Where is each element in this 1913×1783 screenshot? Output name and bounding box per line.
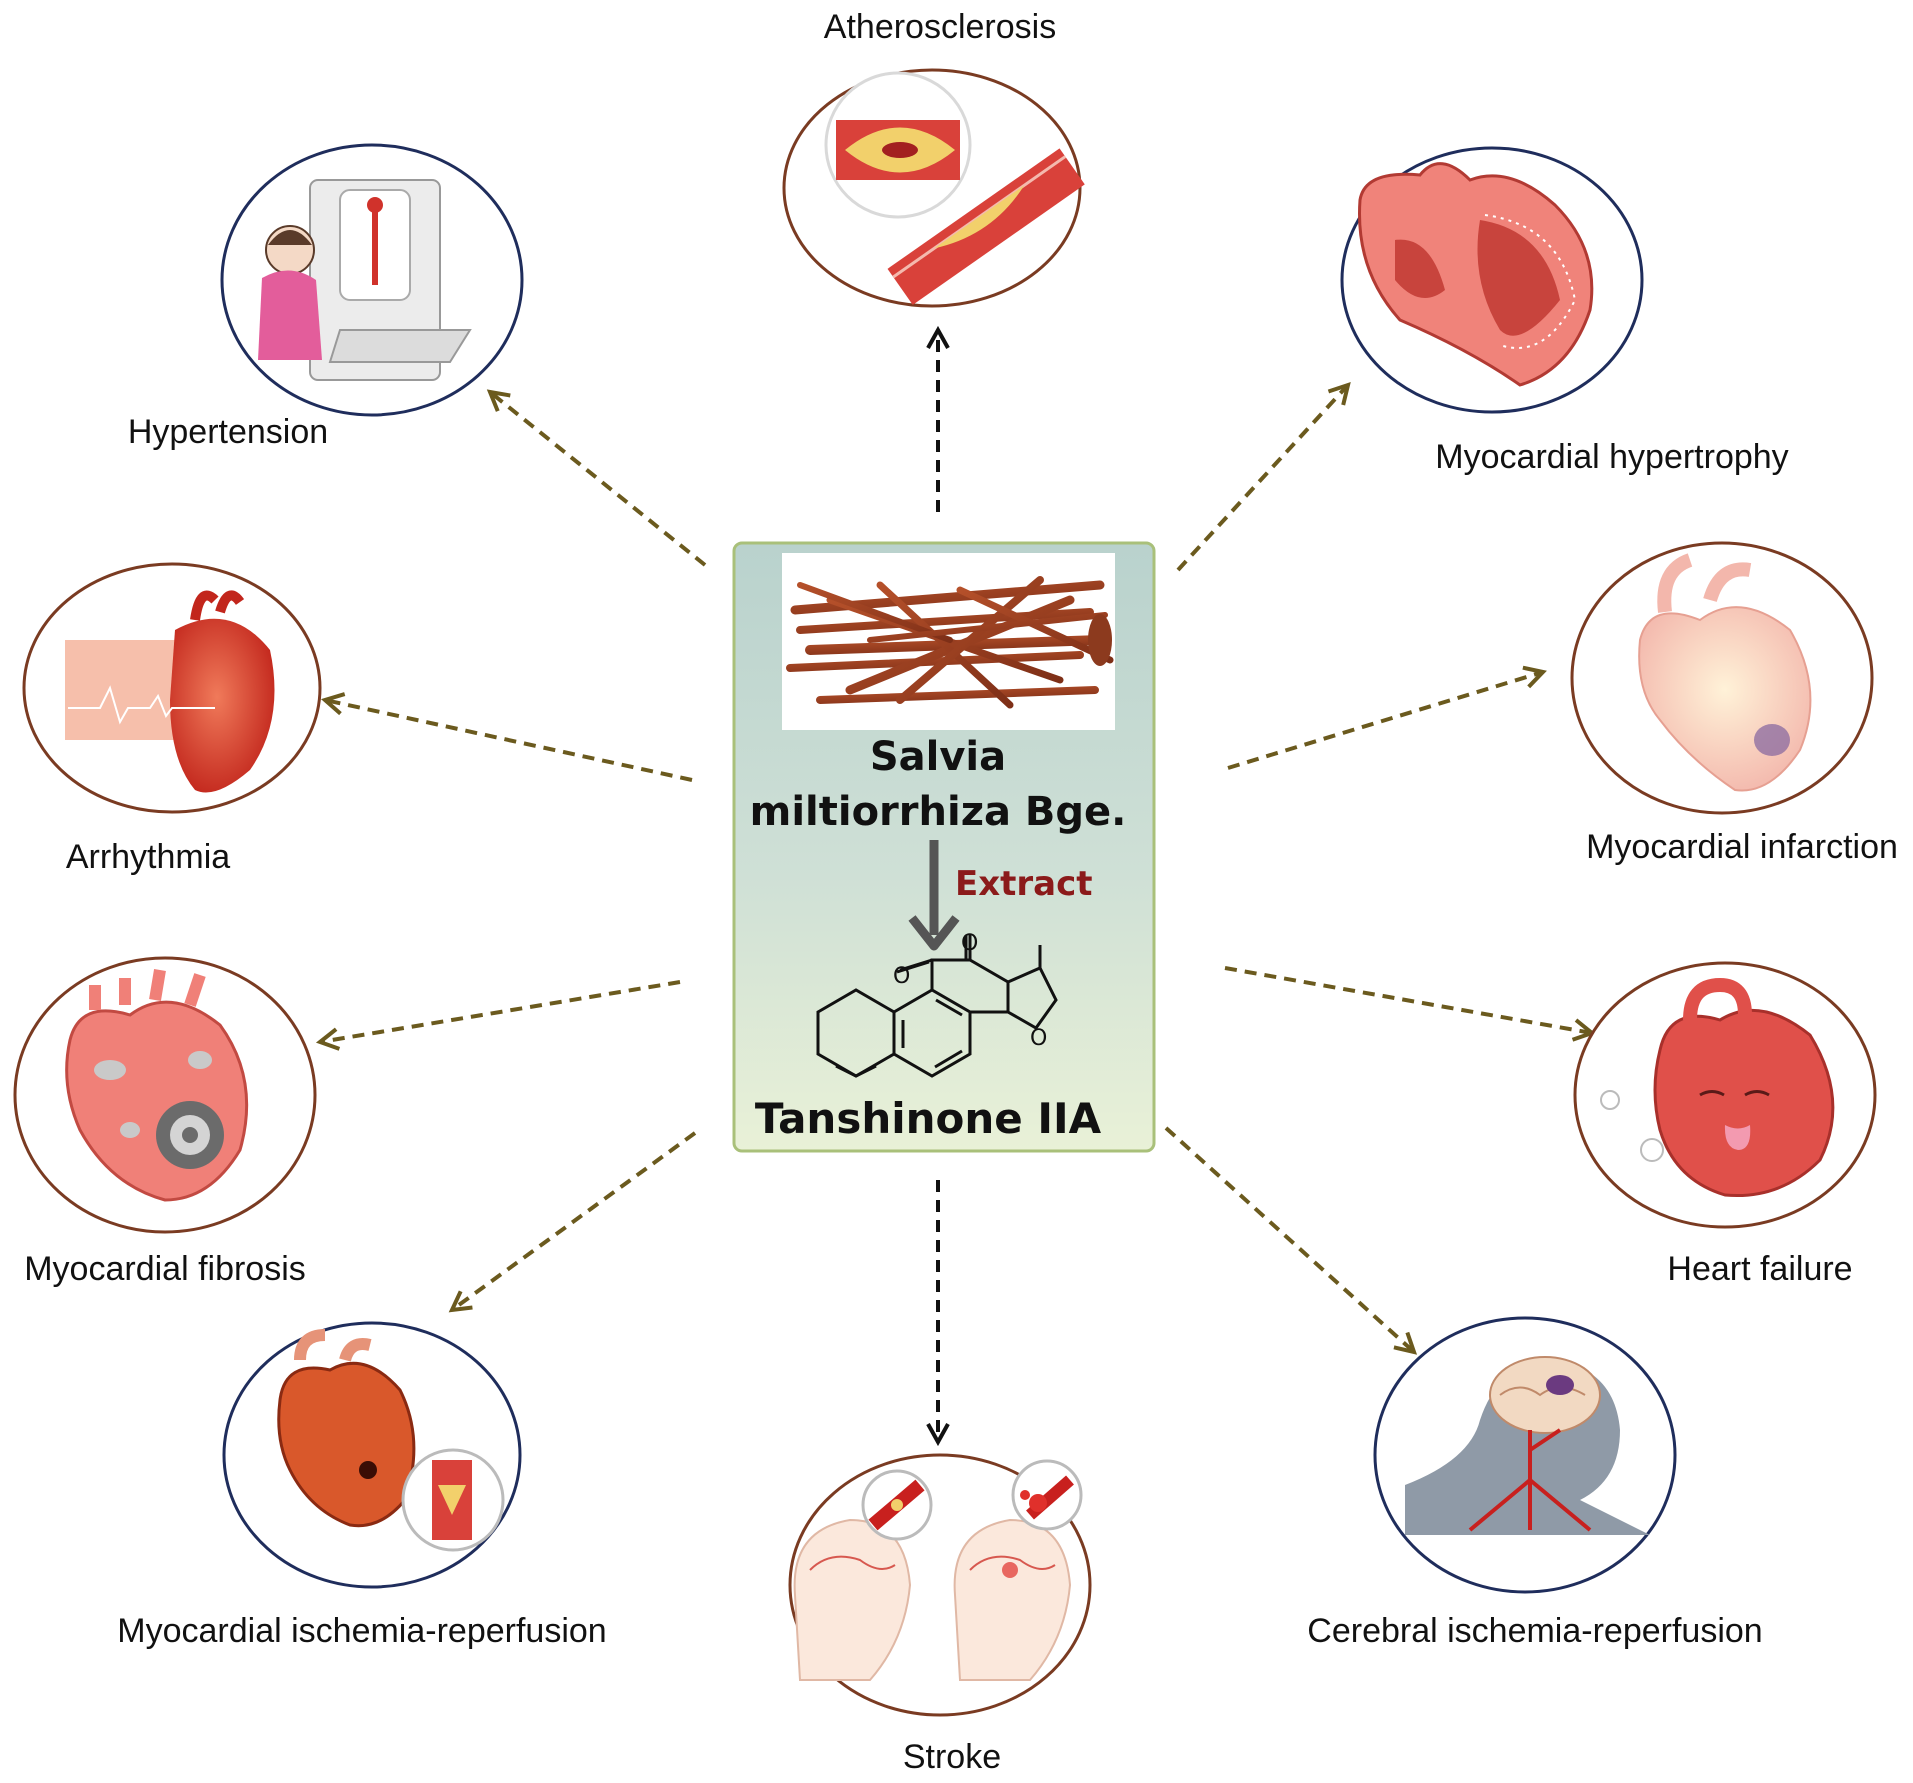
arrow-arrhythmia: [325, 700, 693, 782]
extract-label: Extract: [955, 864, 1093, 904]
arrow-myocardial-hypertrophy: [1176, 385, 1348, 572]
compound-name: Tanshinone IIA: [755, 1094, 1102, 1143]
arrow-cerebral-ischemia: [1164, 1126, 1414, 1352]
blood-pressure-icon: [258, 179, 472, 381]
extract-arrow-head: [908, 915, 960, 951]
arrow-myocardial-infarction: [1227, 672, 1543, 770]
stroke-node: Stroke: [788, 1453, 1092, 1776]
hypertension-node: Hypertension: [128, 143, 524, 451]
infarcted-heart-icon: [1638, 553, 1812, 792]
fibrotic-heart-icon: [65, 969, 249, 1202]
heart-failure-node: Heart failure: [1573, 961, 1877, 1288]
arrhythmia-label: Arrhythmia: [66, 838, 230, 876]
myocardial-hypertrophy-node: Myocardial hypertrophy: [1340, 146, 1789, 476]
atherosclerosis-node: Atherosclerosis: [782, 8, 1085, 308]
effect-arrows: [320, 330, 1592, 1442]
oxygen-atom-1: O: [893, 964, 910, 989]
arrhythmia-node: Arrhythmia: [22, 562, 322, 876]
artery-plaque-icon: [824, 71, 1085, 305]
plant-name-line1: Salvia: [870, 734, 1006, 780]
cerebral-ischemia-label: Cerebral ischemia-reperfusion: [1307, 1612, 1762, 1650]
arrow-heart-failure: [1224, 966, 1592, 1033]
brain-stroke-icon: [793, 1459, 1083, 1681]
myocardial-infarction-label: Myocardial infarction: [1586, 828, 1898, 866]
myocardial-fibrosis-label: Myocardial fibrosis: [24, 1250, 306, 1288]
cerebral-ischemia-node: Cerebral ischemia-reperfusion: [1307, 1316, 1763, 1650]
myocardial-infarction-node: Myocardial infarction: [1570, 541, 1898, 866]
heart-ecg-icon: [65, 590, 275, 793]
salvia-root-photo: [782, 553, 1115, 730]
center-panel: Salvia miltiorrhiza Bge. Extract O O O: [732, 541, 1156, 1153]
myocardial-hypertrophy-label: Myocardial hypertrophy: [1435, 438, 1788, 476]
plant-name-line2: miltiorrhiza Bge.: [750, 789, 1127, 835]
oxygen-atom-2: O: [961, 931, 978, 956]
tanshinone-structure: [816, 935, 1058, 1078]
tired-heart-icon: [1600, 977, 1835, 1198]
myocardial-fibrosis-node: Myocardial fibrosis: [13, 956, 317, 1288]
arrow-myocardial-fibrosis: [320, 980, 681, 1042]
thickened-heart-icon: [1358, 162, 1594, 387]
occluded-coronary-icon: [277, 1329, 505, 1552]
atherosclerosis-label: Atherosclerosis: [824, 8, 1056, 46]
myocardial-ischemia-node: Myocardial ischemia-reperfusion: [117, 1321, 607, 1650]
oxygen-atom-3: O: [1030, 1026, 1047, 1051]
arrow-myocardial-ischemia: [452, 1131, 697, 1310]
heart-failure-label: Heart failure: [1667, 1250, 1852, 1288]
hypertension-label: Hypertension: [128, 413, 328, 451]
brain-vessels-icon: [1405, 1356, 1650, 1535]
arrow-hypertension: [490, 392, 707, 567]
stroke-label: Stroke: [903, 1738, 1001, 1776]
myocardial-ischemia-label: Myocardial ischemia-reperfusion: [117, 1612, 606, 1650]
